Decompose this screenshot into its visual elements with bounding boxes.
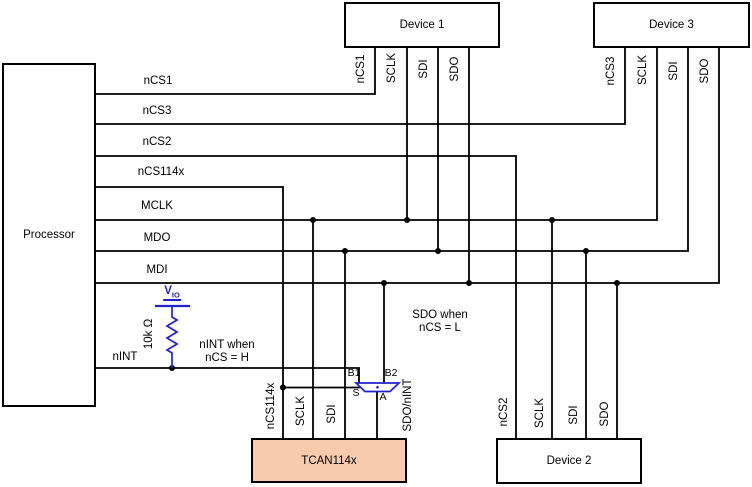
processor-box: Processor [2,63,96,407]
wire-mdo [96,48,689,252]
wire-ncs1 [96,48,376,95]
junction-dot [404,217,410,223]
mux-b2-label: B2 [384,367,398,379]
tcan-pin-sdi: SDI [326,404,338,424]
vio-prefix: V [164,285,172,297]
device2-label: Device 2 [546,455,592,467]
mux-dot [376,385,379,389]
annotation-sdo-when: SDO when nCS = L [412,309,468,334]
device1-pin-sclk: SCLK [386,52,398,84]
junction-dot [583,248,589,254]
device1-label: Device 1 [399,19,445,31]
annotation-nint-line2: nCS = H [205,351,249,364]
net-label-ncs2: nCS2 [142,136,172,148]
tcan114x-label: TCAN114x [301,454,357,467]
junction-dot [466,280,472,286]
junction-dot [342,248,348,254]
resistor-symbol [165,306,179,368]
net-label-ncs3: nCS3 [142,105,172,117]
device3-pin-sclk: SCLK [637,54,649,86]
vio-subscript: IO [171,290,180,300]
tcan114x-box: TCAN114x [251,438,407,483]
wire-nint [96,367,360,383]
device1-pin-ncs1: nCS1 [355,54,367,84]
tcan-pin-sdo-nint: SDO/nINT [402,378,414,432]
device1-box: Device 1 [344,2,500,48]
device3-pin-sdi: SDI [668,61,680,81]
net-label-nint: nINT [112,351,138,363]
net-label-ncs114x: nCS114x [137,166,185,178]
mux-output-label: A [379,391,387,403]
resistor-value-label: 10k Ω [143,318,155,350]
annotation-sdo-line1: SDO when [412,309,468,321]
device3-label: Device 3 [649,19,694,31]
junction-dot [549,217,555,223]
device3-pin-ncs3: nCS3 [605,56,617,86]
annotation-sdo-line2: nCS = L [419,321,461,334]
device3-box: Device 3 [593,2,750,48]
wire-ncs114x [96,186,284,438]
device1-pin-sdi: SDI [418,59,430,79]
device2-pin-sdo: SDO [599,401,611,427]
junction-dot [435,248,441,254]
net-label-ncs1: nCS1 [143,75,173,87]
annotation-nint-when: nINT when nCS = H [199,339,254,364]
wire-ncs3 [96,48,626,125]
vio-supply-label: VIO [163,285,181,302]
mux-b1-label: B1 [347,367,361,379]
net-label-mdi: MDI [146,264,168,276]
device2-box: Device 2 [496,438,642,484]
wire-ncs2 [96,155,517,438]
device2-pin-ncs2: nCS2 [498,397,510,427]
net-label-mclk: MCLK [141,200,173,212]
device2-pin-sdi: SDI [568,405,580,425]
device3-pin-sdo: SDO [699,58,711,84]
net-label-mdo: MDO [143,232,171,244]
junction-dot [381,280,387,286]
tcan-pin-ncs114x: nCS114x [265,382,277,430]
processor-label: Processor [23,229,75,241]
annotation-nint-line1: nINT when [199,339,255,351]
device2-pin-sclk: SCLK [534,397,546,429]
mux-select-label: S [352,387,360,399]
device1-pin-sdo: SDO [449,56,461,82]
tcan-pin-sclk: SCLK [295,395,307,427]
junction-dot [614,280,620,286]
wire-mclk [96,48,658,221]
junction-dot [280,384,286,391]
junction-dot [310,217,316,223]
wire-mdi [96,48,720,284]
